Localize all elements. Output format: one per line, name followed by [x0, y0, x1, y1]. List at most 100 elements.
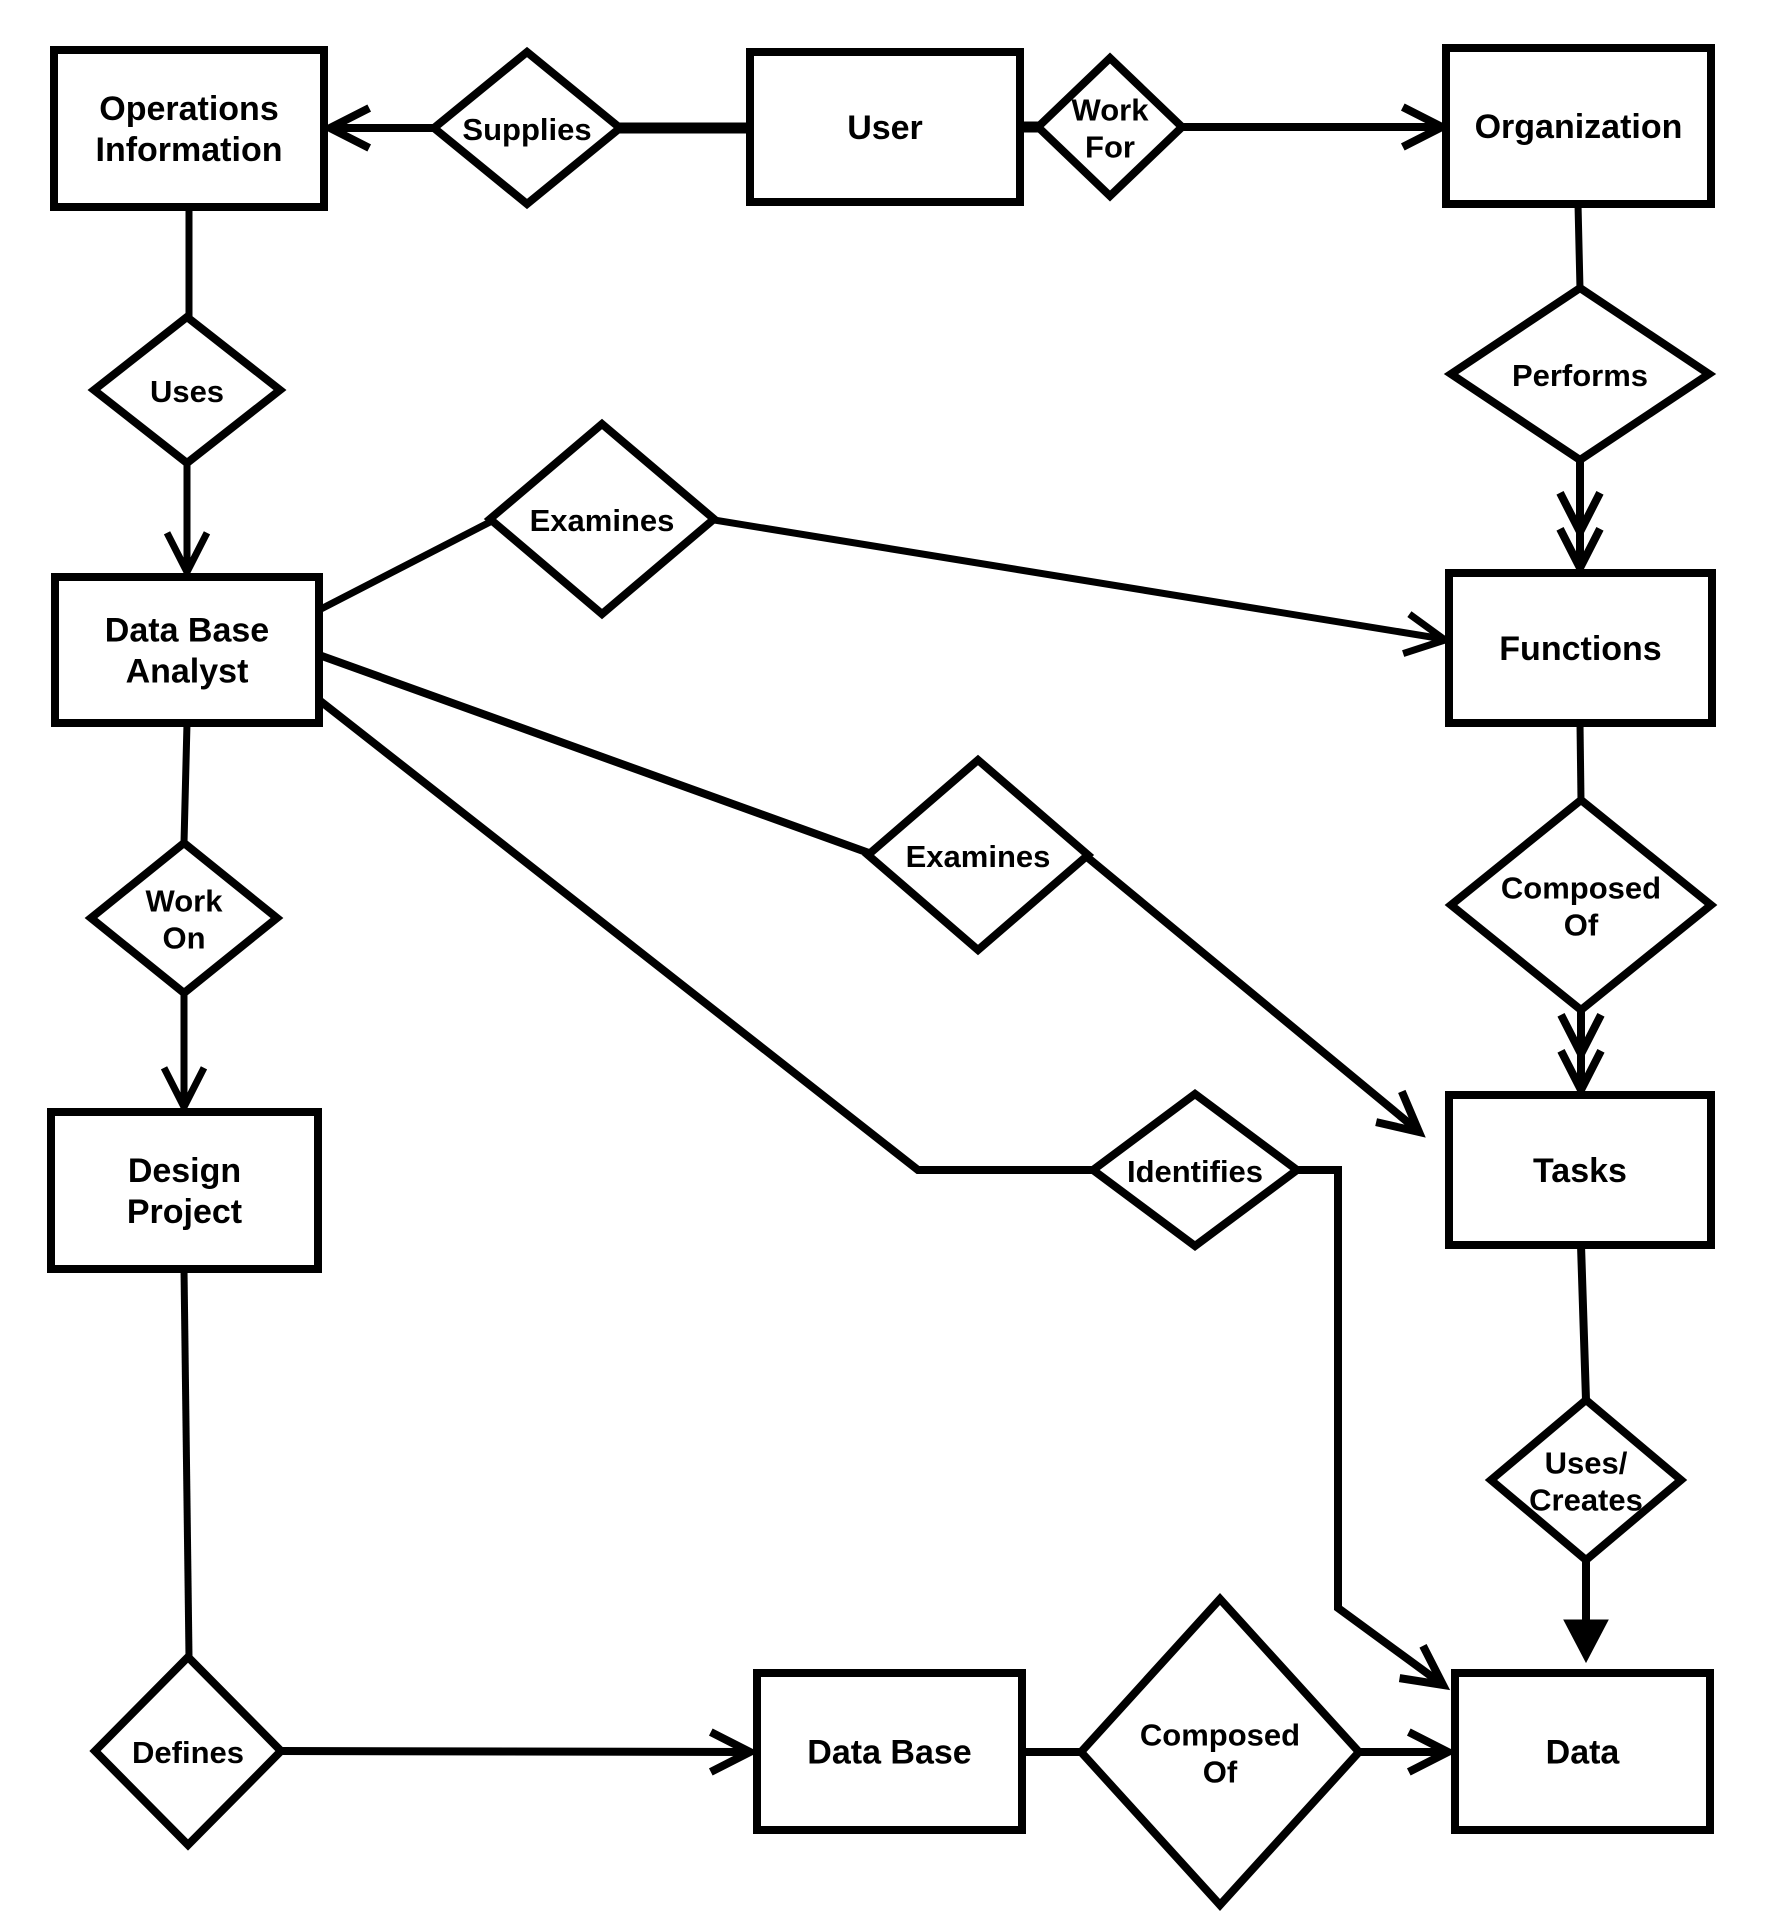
connector-line	[314, 516, 497, 615]
arrowhead-chevron	[1398, 1643, 1451, 1691]
entity-tasks: Tasks	[1445, 1091, 1715, 1249]
connector-work-for-to-organization	[1176, 103, 1451, 151]
connector-line	[1574, 200, 1584, 293]
connector-line	[1081, 851, 1416, 1130]
arrowhead-chevron	[1556, 526, 1604, 577]
entity-box-user	[746, 48, 1024, 206]
connector-dba-to-identifies	[313, 694, 1098, 1174]
arrowhead-chevron	[1556, 490, 1604, 541]
entity-data: Data	[1451, 1669, 1714, 1834]
relationship-uses: Uses	[87, 311, 287, 469]
relation-label-text: Uses	[150, 374, 224, 409]
connector-line	[313, 649, 875, 859]
entity-box-organization	[1442, 44, 1715, 208]
relationship-diamond-defines	[89, 1651, 287, 1851]
connector-composed-of-lower-to-data	[1356, 1728, 1457, 1776]
connector-composed-of-upper-to-tasks	[1557, 1006, 1605, 1099]
arrowhead-chevron	[1406, 1728, 1457, 1776]
connector-defines-to-data-base	[277, 1728, 759, 1776]
connector-line	[709, 515, 1442, 643]
connector-examines-middle-to-tasks	[1081, 851, 1426, 1138]
relationship-diamond-examines-upper	[483, 418, 721, 620]
relation-label-text: Examines	[906, 839, 1051, 874]
connector-organization-to-performs	[1574, 200, 1584, 293]
connector-line	[1576, 1240, 1591, 1405]
arrowhead-chevron	[708, 1728, 759, 1776]
relationship-diamond-uses-creates	[1484, 1394, 1688, 1566]
relationship-diamond-composed-of-upper	[1444, 794, 1718, 1016]
relationship-diamond-uses	[87, 311, 287, 469]
connector-dba-to-examines-middle	[313, 649, 875, 859]
relationship-supplies: Supplies	[427, 46, 627, 210]
arrowhead-chevron	[1557, 1048, 1605, 1099]
relation-label-text: Uses/Creates	[1529, 1446, 1643, 1518]
entity-box-design-project	[47, 1108, 322, 1273]
connector-line	[313, 694, 1098, 1174]
relationship-diamond-examines-middle	[861, 754, 1095, 956]
entity-data-base: Data Base	[753, 1669, 1026, 1834]
entity-label-text: Tasks	[1533, 1152, 1627, 1190]
entity-box-data	[1451, 1669, 1714, 1834]
relationship-examines-upper: Examines	[483, 418, 721, 620]
arrowhead-chevron	[160, 1066, 208, 1115]
connector-dba-to-examines-upper	[314, 516, 497, 615]
entity-box-functions	[1445, 569, 1716, 727]
entity-label-text: Functions	[1499, 630, 1661, 668]
arrowhead-chevron	[321, 104, 372, 152]
connector-line	[180, 719, 191, 847]
connector-tasks-to-uses-creates	[1576, 1240, 1591, 1405]
relation-label-text: Supplies	[462, 112, 591, 147]
relationship-uses-creates: Uses/Creates	[1484, 1394, 1688, 1566]
connector-line	[277, 1746, 745, 1757]
entity-functions: Functions	[1445, 569, 1716, 727]
relationship-diamond-work-for	[1032, 52, 1188, 202]
relationship-performs: Performs	[1443, 283, 1717, 465]
entity-box-tasks	[1445, 1091, 1715, 1249]
entity-label-text: Data	[1546, 1734, 1621, 1772]
connector-uses-to-dba	[163, 459, 211, 580]
connector-dba-to-work-on	[180, 719, 191, 847]
connector-identifies-to-data	[1293, 1166, 1451, 1691]
entity-label-text: User	[847, 109, 923, 147]
relationship-diamond-performs	[1443, 283, 1717, 465]
connector-line	[1293, 1166, 1441, 1685]
entity-box-operations-information	[50, 46, 328, 211]
relationship-diamond-supplies	[427, 46, 627, 210]
relationship-defines: Defines	[89, 1651, 287, 1851]
relationship-examines-middle: Examines	[861, 754, 1095, 956]
entity-user: User	[746, 48, 1024, 206]
relation-label-text: Defines	[132, 1735, 244, 1770]
connector-uses-creates-to-data	[1563, 1556, 1609, 1664]
connector-supplies-to-operations	[321, 104, 439, 152]
relation-label-text: Identifies	[1127, 1154, 1263, 1189]
relation-label-text: Performs	[1512, 358, 1648, 393]
arrowhead-chevron	[1557, 1012, 1605, 1063]
entity-box-data-base	[753, 1669, 1026, 1834]
connector-work-on-to-design-project	[160, 989, 208, 1115]
relationship-diamond-work-on	[84, 837, 284, 999]
relation-label-text: Examines	[530, 503, 675, 538]
arrowhead-triangle	[1563, 1619, 1609, 1664]
entity-label-text: Data Base	[807, 1734, 971, 1772]
connector-performs-to-functions	[1556, 456, 1604, 577]
relationship-diamond-identifies	[1086, 1089, 1304, 1251]
entity-organization: Organization	[1442, 44, 1715, 208]
entity-box-data-base-analyst	[51, 573, 323, 727]
entity-label-text: Organization	[1475, 108, 1683, 146]
